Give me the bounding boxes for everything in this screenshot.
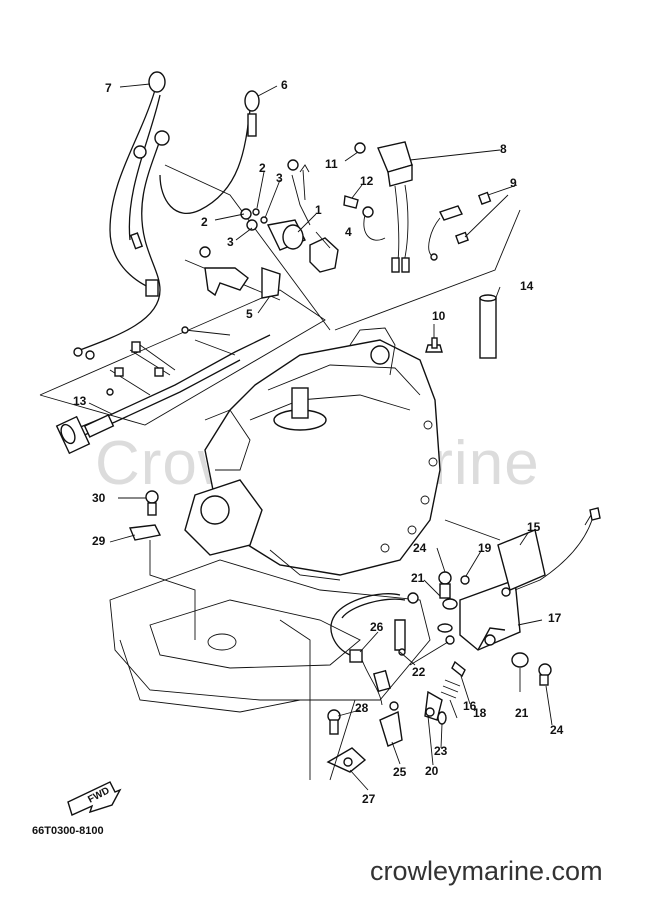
forward-arrow-icon: FWD — [67, 781, 122, 816]
reference-lines — [149, 519, 501, 781]
callout-26: 26 — [370, 620, 384, 634]
bolt-and-stud — [425, 294, 497, 359]
callout-23: 23 — [434, 744, 448, 758]
rectifier-assembly — [343, 141, 492, 273]
callout-27: 27 — [362, 792, 376, 806]
callout-14: 14 — [520, 279, 534, 293]
callout-4: 4 — [345, 225, 352, 239]
callout-11: 11 — [325, 157, 338, 171]
callout-16: 16 — [463, 699, 477, 713]
callout-30: 30 — [92, 491, 106, 505]
callout-10: 10 — [432, 309, 446, 323]
callout-1: 1 — [315, 203, 322, 217]
leader-lines — [88, 83, 553, 791]
callout-9: 9 — [510, 176, 517, 190]
callout-24-lower: 24 — [550, 723, 564, 737]
diagram-code: 66T0300-8100 — [32, 825, 104, 837]
callout-2-upper: 2 — [259, 161, 266, 175]
callout-28: 28 — [355, 701, 369, 715]
callout-3-lower: 3 — [227, 235, 234, 249]
plate-and-bolt — [128, 490, 162, 541]
callouts: 1 2 2 3 3 4 5 6 7 8 9 10 11 12 13 14 15 … — [73, 78, 564, 806]
callout-2-lower: 2 — [201, 215, 208, 229]
callout-21-left: 21 — [411, 571, 425, 585]
callout-29: 29 — [92, 534, 106, 548]
sensor-bracket-assembly — [407, 507, 601, 725]
callout-21-right: 21 — [515, 706, 529, 720]
callout-15: 15 — [527, 520, 541, 534]
callout-17: 17 — [548, 611, 562, 625]
starter-relay-assembly — [199, 159, 339, 299]
wire-harness — [55, 326, 271, 455]
callout-13: 13 — [73, 394, 87, 408]
callout-5: 5 — [246, 307, 253, 321]
callout-25: 25 — [393, 765, 407, 779]
footer-url: crowleymarine.com — [370, 856, 603, 886]
engine-block — [184, 327, 441, 581]
callout-18: 18 — [473, 706, 487, 720]
callout-19: 19 — [478, 541, 492, 555]
callout-22: 22 — [412, 665, 426, 679]
callout-20: 20 — [425, 764, 439, 778]
battery-cables — [73, 71, 260, 360]
callout-12: 12 — [360, 174, 374, 188]
callout-3-upper: 3 — [276, 171, 283, 185]
callout-24-upper: 24 — [413, 541, 427, 555]
callout-6: 6 — [281, 78, 288, 92]
thermo-switch-lead — [326, 593, 406, 773]
callout-8: 8 — [500, 142, 507, 156]
callout-7: 7 — [105, 81, 112, 95]
